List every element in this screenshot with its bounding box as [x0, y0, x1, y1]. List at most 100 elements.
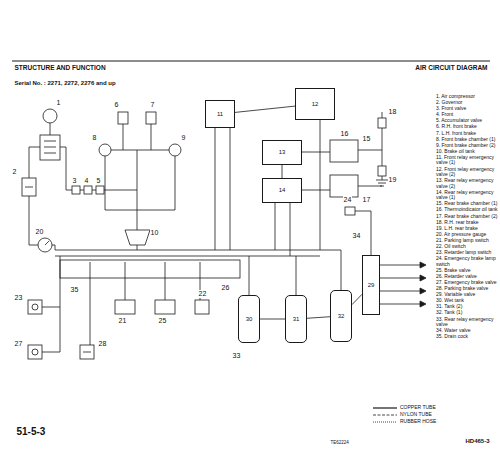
governor	[22, 178, 36, 196]
parts-list-item: 26. Retarder valve	[436, 274, 498, 280]
callout-number: 26	[221, 284, 230, 292]
legend-line	[373, 421, 397, 422]
lamp-wire	[420, 301, 426, 307]
lamp-switch	[345, 207, 371, 255]
callout-number: 16	[340, 130, 349, 138]
switch-line	[28, 256, 94, 359]
lamp-wire	[380, 304, 420, 305]
parts-list-item: 30. Wet tank	[436, 298, 498, 304]
lamp-wire	[380, 262, 426, 307]
parts-list-item: 9. Front brake chamber (2)	[436, 143, 498, 149]
air-compressor	[40, 135, 60, 160]
manifold-pipe	[320, 120, 321, 250]
legend-text: NYLON TUBE	[400, 412, 432, 418]
header-rule	[12, 61, 490, 62]
relay-valve: 13	[262, 140, 302, 165]
air-tank: 32	[330, 290, 352, 342]
parts-list-item: 4. Front	[436, 112, 498, 118]
front-brake	[123, 124, 151, 150]
callout-number: 15	[362, 135, 371, 143]
front-brake	[99, 112, 181, 230]
lower-valves	[155, 300, 175, 314]
callout-number: 31	[293, 316, 300, 323]
legend-sample	[372, 405, 398, 411]
front-brake	[118, 112, 128, 124]
governor	[22, 178, 36, 196]
air-compressor	[40, 109, 60, 160]
legend-text: RUBBER HOSE	[400, 419, 436, 425]
legend-line	[373, 407, 397, 408]
air-pipe	[235, 106, 295, 112]
callout-number: 11	[217, 111, 223, 118]
air-compressor	[44, 141, 56, 142]
relay-valve: 12	[295, 88, 335, 120]
callout-number: 29	[368, 282, 375, 289]
manifold-pipe	[320, 250, 341, 290]
supply-pipe	[52, 245, 55, 250]
callout-number: 23	[14, 294, 23, 302]
supply-pipe	[29, 147, 137, 250]
front-brake	[169, 144, 181, 156]
relay-valve: 14	[262, 178, 302, 203]
section-heading: STRUCTURE AND FUNCTION	[14, 64, 106, 71]
callout-number: 19	[388, 176, 397, 184]
switch-line	[32, 349, 38, 355]
legend-sample	[372, 412, 398, 418]
manifold-pipe	[60, 260, 240, 278]
switch-line	[80, 345, 94, 359]
parts-list-item: 35. Drain cock	[436, 334, 498, 340]
manifold-pipe	[55, 120, 341, 295]
header-rule	[12, 61, 490, 62]
front-brake	[146, 112, 156, 124]
page-heading: AIR CIRCUIT DIAGRAM	[415, 64, 488, 71]
front-brake	[99, 144, 111, 156]
switch-line	[60, 256, 61, 352]
rear-brake	[302, 190, 330, 191]
legend-text: COPPER TUBE	[400, 405, 436, 411]
rear-brake	[330, 140, 358, 162]
legend-row: NYLON TUBE	[372, 411, 436, 418]
callout-number: 6	[114, 101, 119, 109]
air-compressor	[50, 123, 51, 135]
parts-list-item: 23. Retarder lamp switch	[436, 250, 498, 256]
parts-list-item: 27. Emergency brake valve	[436, 280, 498, 286]
callout-number: 17	[362, 196, 371, 204]
parts-list-item: 19. L.H. rear brake	[436, 226, 498, 232]
parts-list-item: 32. Tank (1)	[436, 310, 498, 316]
callout-number: 1	[56, 99, 61, 107]
rear-brake	[378, 118, 386, 128]
parts-list-item: 6. R.H. front brake	[436, 124, 498, 130]
front-brake	[105, 156, 175, 210]
air-pipe	[352, 294, 362, 304]
air-compressor	[44, 147, 56, 148]
front-brake	[111, 150, 123, 151]
manifold-pipe	[290, 203, 291, 256]
brake-oil-tank	[125, 230, 150, 250]
front-brake	[137, 150, 138, 230]
lamp-switch	[345, 207, 355, 215]
callout-number: 18	[388, 108, 397, 116]
supply-pipe	[60, 147, 137, 190]
parts-list-item: 1. Air compressor	[436, 94, 498, 100]
parts-list-item: 17. Rear brake chamber (2)	[436, 214, 498, 220]
lower-valves	[195, 300, 209, 314]
manifold-pipe	[275, 203, 276, 250]
parts-list-item: 24. Emergency brake lamp switch	[436, 256, 498, 267]
lamp-wire	[380, 278, 420, 279]
parts-list: 1. Air compressor2. Governor3. Front val…	[436, 94, 498, 340]
valve-box: 29	[362, 255, 380, 315]
manifold-pipe	[249, 256, 250, 295]
lamp-wire	[380, 265, 420, 266]
parts-list-item: 18. R.H. rear brake	[436, 220, 498, 226]
callout-number: 24	[343, 196, 352, 204]
parts-list-item: 14. Rear relay emergency valve (1)	[436, 190, 498, 201]
switch-line	[28, 345, 42, 359]
callout-number: 34	[352, 232, 361, 240]
legend-line	[373, 414, 397, 415]
callout-number: 7	[150, 101, 155, 109]
callout-number: 4	[84, 177, 89, 185]
callout-number: 35	[70, 286, 79, 294]
parts-list-item: 5. Accumulator valve	[436, 118, 498, 124]
callout-number: 14	[279, 187, 286, 194]
relay-valve: 11	[205, 100, 235, 128]
